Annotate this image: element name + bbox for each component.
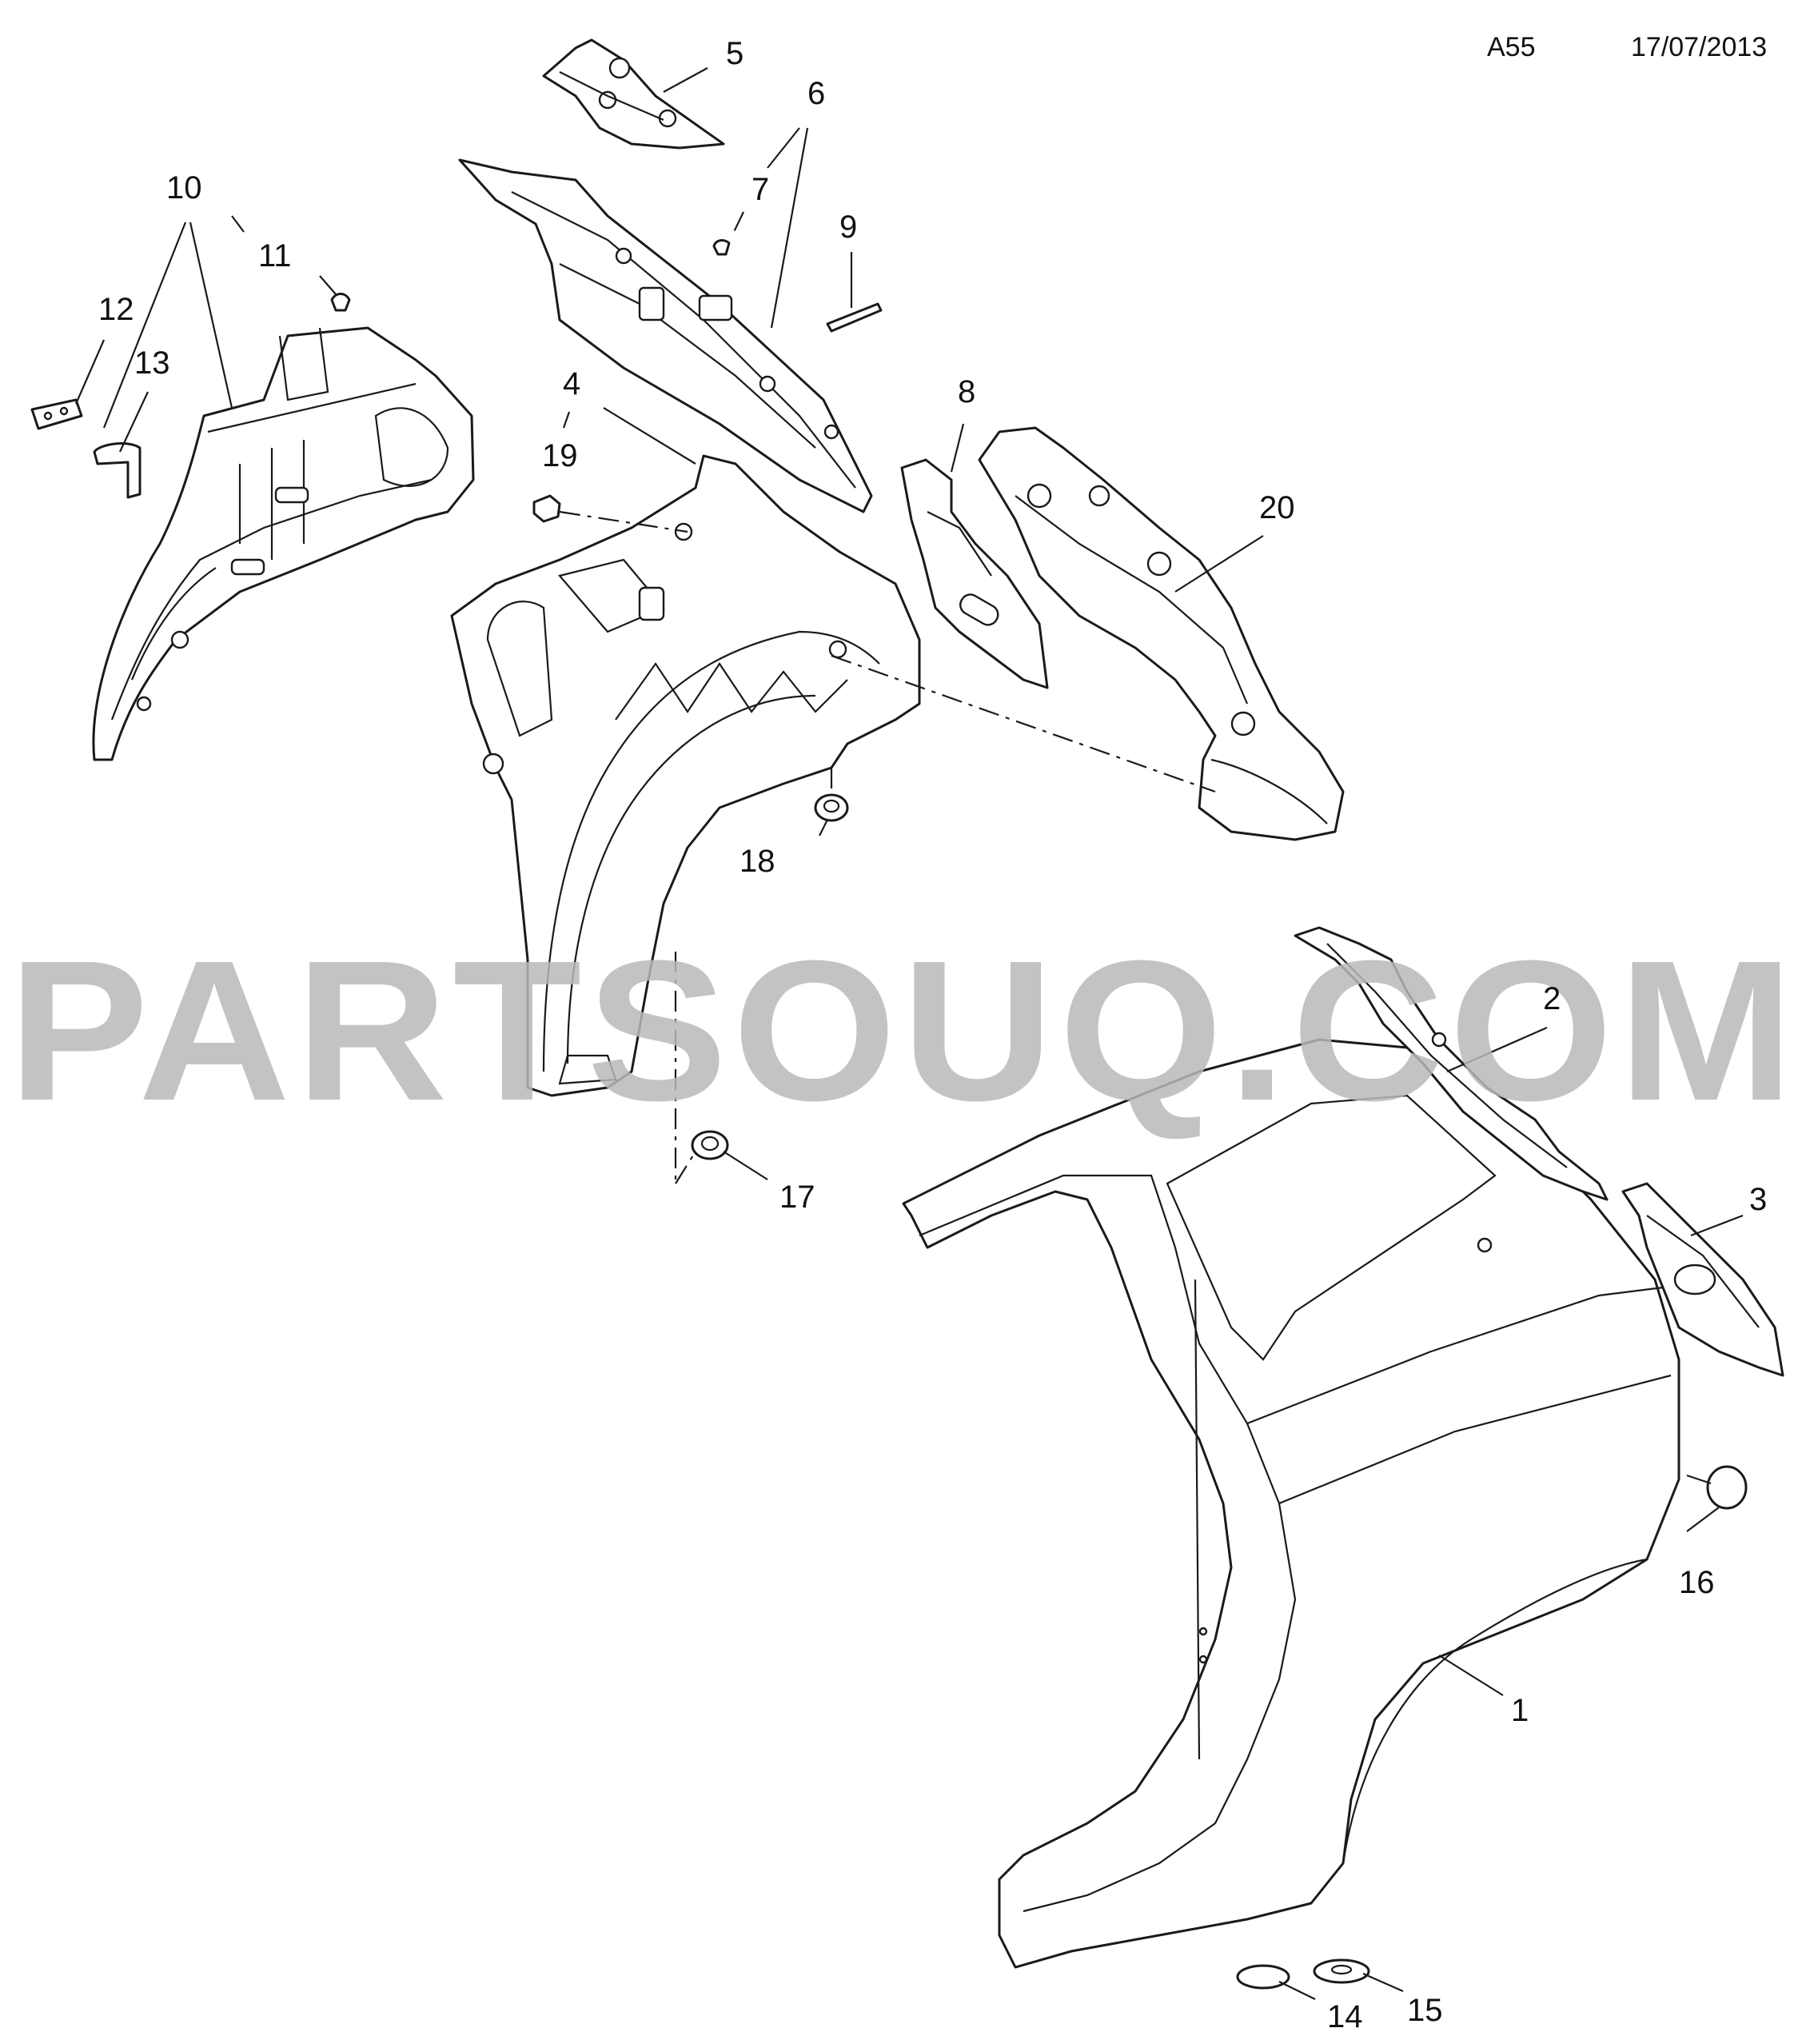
part-8-bracket[interactable]: [900, 458, 1049, 689]
callout-6: 6: [807, 76, 825, 111]
leader-15: [1362, 1972, 1404, 1993]
callout-1: 1: [1511, 1693, 1529, 1728]
part-13-clip[interactable]: [93, 442, 142, 499]
callout-13: 13: [134, 345, 170, 381]
leader-6b: [770, 127, 809, 329]
callout-16: 16: [1679, 1565, 1715, 1600]
callout-11: 11: [258, 238, 292, 273]
callout-19: 19: [542, 438, 578, 473]
assembly-line-17b: [675, 1151, 696, 1184]
part-11-clip[interactable]: [330, 293, 351, 312]
leader-11: [319, 275, 337, 295]
leader-2: [1446, 1026, 1548, 1073]
callout-7: 7: [752, 172, 769, 207]
leader-5: [663, 67, 708, 93]
assembly-line-7: [733, 211, 744, 233]
part-15-plug[interactable]: [1313, 1958, 1370, 1984]
leader-17: [723, 1151, 768, 1180]
callout-5: 5: [726, 36, 744, 71]
callout-12: 12: [98, 292, 134, 327]
part-5-reinforcement-plate[interactable]: [542, 38, 725, 150]
leader-3: [1690, 1214, 1744, 1237]
part-17-grommet[interactable]: [691, 1130, 729, 1160]
part-2-pillar-reinforcement[interactable]: [1294, 926, 1609, 1201]
leader-8: [950, 423, 965, 473]
callout-8: 8: [958, 374, 975, 409]
watermark: PARTSOUQ.COM: [8, 919, 1799, 1142]
assembly-line-11: [231, 215, 245, 233]
callout-4: 4: [563, 366, 580, 401]
leader-13: [119, 391, 149, 453]
diagram-date: 17/07/2013: [1631, 32, 1767, 62]
part-19-grommet[interactable]: [532, 494, 561, 523]
leader-10a: [189, 222, 233, 409]
callout-14: 14: [1327, 1999, 1363, 2034]
part-7-clip[interactable]: [712, 239, 731, 256]
leader-16b: [1686, 1507, 1720, 1532]
part-9-pin[interactable]: [826, 302, 883, 333]
leader-12: [74, 339, 106, 405]
part-10-inner-wheelhouse-left[interactable]: [92, 326, 475, 761]
part-1-outer-quarter-panel[interactable]: [902, 1038, 1680, 1969]
part-3-bracket[interactable]: [1621, 1182, 1784, 1377]
part-6-roof-rail-inner[interactable]: [458, 158, 873, 513]
part-14-plug[interactable]: [1236, 1964, 1290, 1990]
leader-10b: [102, 222, 187, 429]
assembly-line-19: [559, 510, 688, 533]
leader-6a: [767, 127, 800, 169]
callout-18: 18: [740, 844, 775, 879]
assembly-line-20: [831, 654, 1216, 793]
callout-9: 9: [839, 210, 857, 245]
leader-20: [1174, 535, 1264, 593]
callout-3: 3: [1749, 1182, 1767, 1217]
callout-10: 10: [166, 170, 202, 206]
callout-2: 2: [1543, 981, 1561, 1016]
diagram-code: A55: [1487, 32, 1536, 62]
leader-18: [819, 819, 828, 836]
part-18-grommet[interactable]: [814, 793, 849, 822]
leader-1: [1438, 1655, 1504, 1696]
leader-16: [1686, 1474, 1712, 1485]
part-12-bracket[interactable]: [30, 398, 83, 430]
part-16-plug[interactable]: [1706, 1465, 1748, 1510]
callout-20: 20: [1259, 490, 1295, 525]
leader-14: [1278, 1981, 1316, 2000]
callout-17: 17: [779, 1180, 815, 1215]
leader-4: [603, 407, 696, 465]
part-20-wheelhouse-extension[interactable]: [978, 426, 1345, 841]
assembly-line-4: [562, 411, 571, 429]
callout-15: 15: [1407, 1993, 1443, 2028]
